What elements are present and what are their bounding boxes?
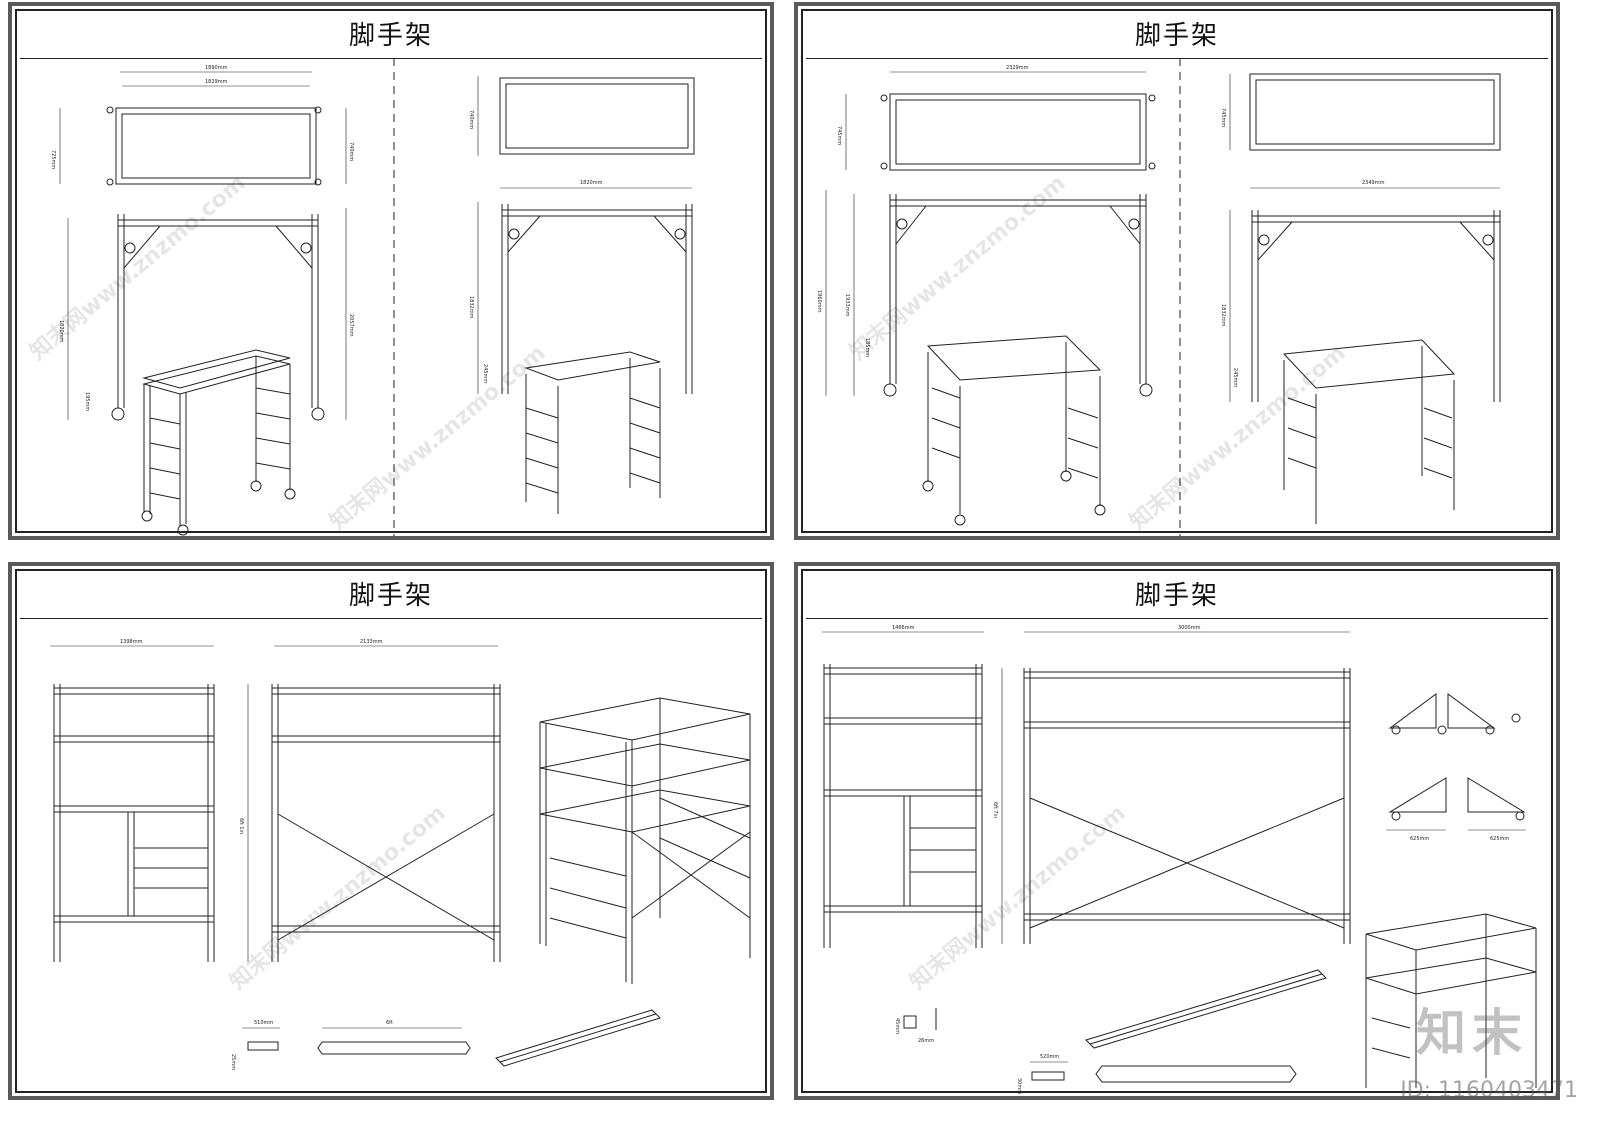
front-view-cross-brace-frame-2: 3000mm 6ft 7in [992,625,1351,944]
top-view-fixed-scaffold: 740mm [468,76,695,156]
front-view-folding-scaffold: 1820mm 2057mm 195mm [58,208,354,421]
svg-text:1960mm: 1960mm [816,290,822,313]
svg-text:740mm: 740mm [348,142,354,161]
svg-text:1933mm: 1933mm [844,294,850,317]
drawing-sheet-2: 脚手架 2329mm 745mm 1960mm 1933mm 185mm [794,2,1560,540]
svg-text:245mm: 245mm [482,364,488,383]
svg-text:2133mm: 2133mm [360,639,383,645]
parts-detail-2: 26mm 45mm 520mm 30mm [894,969,1327,1094]
isometric-view-folding-scaffold [141,349,296,536]
sheet-2-drawing: 2329mm 745mm 1960mm 1933mm 185mm [816,58,1501,536]
svg-text:1820mm: 1820mm [58,320,64,343]
front-view-long-scaffold: 1960mm 1933mm 185mm [816,190,1153,397]
drawing-sheet-1: 脚手架 1890mm 1829mm 725mm 740mm [8,2,774,540]
front-view-fixed-scaffold: 1820mm 1832mm 245mm [468,180,693,394]
svg-text:30mm: 30mm [1016,1078,1022,1094]
sheet-2-title: 脚手架 [1134,21,1219,51]
top-view-long-scaffold: 2329mm 745mm [836,65,1156,171]
parts-detail: 510mm 6ft 25mm [230,1009,661,1070]
svg-text:625mm: 625mm [1490,836,1509,842]
sheet-4-title-bar: 脚手架 [806,574,1548,619]
svg-text:510mm: 510mm [254,1020,273,1026]
image-id-label: ID: 1160403471 [1400,1078,1578,1103]
svg-text:185mm: 185mm [864,338,870,357]
svg-text:25mm: 25mm [230,1054,236,1070]
sheet-3-drawing: 1398mm 2133mm 6ft 1in [50,639,751,1070]
svg-text:745mm: 745mm [1220,108,1226,127]
svg-text:1820mm: 1820mm [580,180,603,186]
front-view-cross-brace-frame: 2133mm 6ft 1in [238,639,501,962]
sheet-1-drawing: 1890mm 1829mm 725mm 740mm 1820mm 2057mm … [50,58,695,536]
svg-text:6ft 7in: 6ft 7in [992,802,998,818]
svg-text:2329mm: 2329mm [1006,65,1029,71]
sheet-3-title: 脚手架 [348,581,433,611]
drawing-sheet-3: 脚手架 1398mm 2133mm 6ft 1in [8,562,774,1100]
svg-text:1466mm: 1466mm [892,625,915,631]
svg-text:2057mm: 2057mm [348,314,354,337]
svg-text:745mm: 745mm [836,126,842,145]
sheet-1-title-bar: 脚手架 [20,14,762,59]
svg-text:1832mm: 1832mm [1220,304,1226,327]
sheet-3-title-bar: 脚手架 [20,574,762,619]
svg-text:3000mm: 3000mm [1178,625,1201,631]
svg-text:1890mm: 1890mm [205,65,228,71]
top-view-folding-scaffold: 1890mm 1829mm 725mm 740mm [50,65,354,186]
svg-text:625mm: 625mm [1410,836,1429,842]
isometric-view-long-scaffold [922,335,1106,526]
isometric-view-tower-2 [1365,913,1537,1088]
front-view-fixed-scaffold-2: 2349mm 1832mm 245mm [1220,180,1501,402]
svg-text:195mm: 195mm [84,392,90,411]
svg-text:2349mm: 2349mm [1362,180,1385,186]
svg-text:725mm: 725mm [50,150,56,169]
sheet-1-title: 脚手架 [348,21,433,51]
isometric-view-fixed-scaffold-2 [1282,339,1456,524]
isometric-view-tower [539,697,751,984]
svg-text:520mm: 520mm [1040,1054,1059,1060]
drawing-sheet-4: 脚手架 1466mm 3000mm 6ft 7in [794,562,1560,1100]
side-view-frame: 1398mm [50,639,215,962]
logo-watermark: 知末 [1416,1004,1528,1062]
svg-text:740mm: 740mm [468,110,474,129]
sheet-4-title: 脚手架 [1134,581,1219,611]
sheet-2-title-bar: 脚手架 [806,14,1548,59]
top-view-fixed-scaffold-2: 745mm [1220,73,1501,151]
svg-text:26mm: 26mm [918,1038,934,1044]
svg-text:6ft: 6ft [386,1020,393,1026]
sheet-4-drawing: 1466mm 3000mm 6ft 7in [822,625,1537,1094]
svg-text:1398mm: 1398mm [120,639,143,645]
svg-text:1829mm: 1829mm [205,79,228,85]
outrigger-details: 625mm 625mm [1386,693,1526,842]
svg-text:45mm: 45mm [894,1018,900,1034]
side-view-frame-2: 1466mm [822,625,984,948]
svg-text:245mm: 245mm [1232,368,1238,387]
svg-text:1832mm: 1832mm [468,296,474,319]
isometric-view-fixed-scaffold [524,351,661,514]
svg-text:6ft 1in: 6ft 1in [238,818,244,834]
